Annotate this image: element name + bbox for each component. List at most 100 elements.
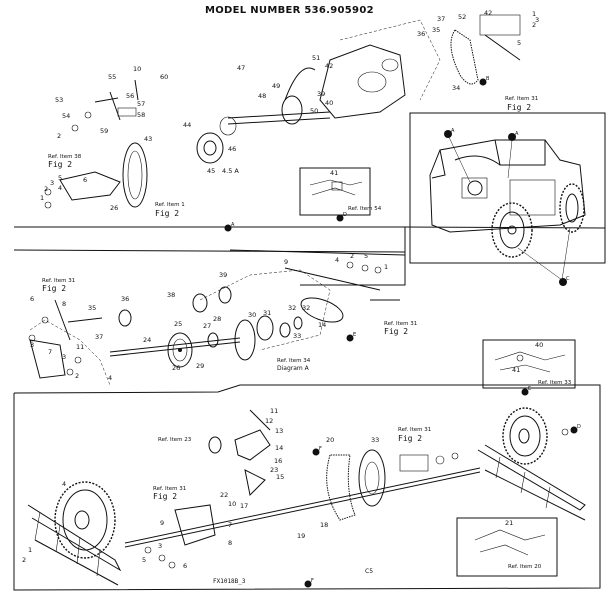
part-number-label: 6 — [83, 176, 87, 184]
part-number-label: 42 — [484, 9, 492, 17]
part-number-label: 33 — [371, 436, 379, 444]
part-number-label: 12 — [265, 417, 273, 425]
part-number-label: 5 — [58, 174, 62, 182]
bracket-inset-f — [456, 517, 558, 577]
part-number-label: 60 — [160, 73, 168, 81]
part-number-label: 41 — [512, 366, 520, 374]
part-number-label: 27 — [203, 322, 211, 330]
part-number-label: 25 — [174, 320, 182, 328]
part-number-label: 32 — [302, 304, 310, 312]
part-number-label: C — [566, 276, 570, 282]
part-number-label: 29 — [196, 362, 204, 370]
fig-2-top-left: Fig 2 — [48, 160, 72, 169]
part-number-label: 4.5 A — [222, 167, 239, 175]
part-number-label: 1 — [28, 546, 32, 554]
part-number-label: 43 — [144, 135, 152, 143]
part-number-label: 35 — [432, 26, 440, 34]
ref-item-38: Ref. Item 38 — [48, 154, 82, 160]
part-number-label: 50 — [310, 107, 318, 115]
ref-item-31-mid-right: Ref. Item 31 — [384, 321, 417, 327]
part-number-label: 3 — [158, 542, 162, 550]
part-number-label: 26 — [172, 364, 180, 372]
part-number-label: 36 — [121, 295, 129, 303]
part-number-label: 8 — [62, 300, 66, 308]
part-number-label: 5 — [517, 39, 521, 47]
ref-item-31-bottom-left: Ref. Item 31 — [153, 486, 186, 492]
middle-part-numbers: 1 2 4 6 8 9 5 3 7 35 36 37 24 25 26 27 2… — [30, 252, 543, 382]
part-number-label: 23 — [270, 466, 278, 474]
part-number-label: 49 — [272, 82, 280, 90]
ref-item-54: Ref. Item 54 — [348, 206, 382, 212]
part-number-label: 1 — [384, 263, 388, 271]
part-number-label: 22 — [220, 491, 228, 499]
part-number-label: 3 — [50, 179, 54, 187]
part-number-label: 41 — [330, 169, 338, 177]
part-number-label: 3 — [62, 353, 66, 361]
ref-item-31-top: Ref. Item 31 — [505, 96, 538, 102]
part-number-label: 3 — [30, 341, 34, 349]
part-number-label: 45 — [207, 167, 215, 175]
cable-inset-e — [482, 339, 576, 389]
part-number-label: 48 — [258, 92, 266, 100]
ref-item-20: Ref. Item 20 — [508, 564, 542, 570]
ref-item-1: Ref. Item 1 — [155, 202, 185, 208]
callout-f-footer: F — [304, 578, 314, 588]
part-number-label: 2 — [532, 21, 536, 29]
part-number-label: 14 — [275, 444, 283, 452]
part-number-label: 20 — [326, 436, 334, 444]
fig-2-bottom-right: Fig 2 — [398, 434, 422, 443]
part-number-label: 13 — [275, 427, 283, 435]
part-number-label: 18 — [320, 521, 328, 529]
part-number-label: 16 — [274, 457, 282, 465]
callout-b-top: B — [479, 76, 490, 86]
ref-item-31-mid-left: Ref. Item 31 — [42, 278, 75, 284]
part-number-label: 26 — [110, 204, 118, 212]
part-number-label: 8 — [228, 539, 232, 547]
part-number-label: 55 — [108, 73, 116, 81]
part-number-label: 33 — [293, 332, 301, 340]
ref-item-33: Ref. Item 33 — [538, 380, 572, 386]
model-number-title: MODEL NUMBER 536.905902 — [205, 5, 374, 16]
callout-d-wheel: D — [570, 424, 581, 434]
part-number-label: 31 — [263, 309, 271, 317]
part-number-label: 40 — [535, 341, 543, 349]
auger-drive-assembly — [44, 14, 521, 209]
callout-e-mid: E — [346, 332, 356, 342]
part-number-label: 40 — [325, 99, 333, 107]
top-part-numbers: 1 2 3 5 37 52 36 35 34 42 51 47 48 49 50… — [40, 9, 539, 212]
part-number-label: 21 — [505, 519, 513, 527]
part-number-label: 51 — [312, 54, 320, 62]
callout-d: D — [336, 212, 347, 222]
part-number-label: 34 — [452, 84, 460, 92]
part-number-label: 2 — [44, 185, 48, 193]
part-number-label: 5 — [364, 252, 368, 260]
part-number-label: 17 — [240, 502, 248, 510]
fig-2-mid-right: Fig 2 — [384, 327, 408, 336]
callout-e-inset: E — [521, 386, 531, 396]
part-number-label: A — [231, 222, 235, 228]
callout-a-inset-1: A — [444, 128, 455, 138]
part-number-label: 10 — [228, 500, 236, 508]
part-number-label: 32 — [288, 304, 296, 312]
part-number-label: 2 — [57, 132, 61, 140]
part-number-label: D — [343, 212, 347, 218]
ref-item-34: Ref. Item 34 — [277, 358, 311, 364]
section-dividers — [13, 226, 606, 591]
part-number-label: A — [515, 131, 519, 137]
traction-drive-assembly — [28, 261, 400, 386]
part-number-label: 58 — [137, 111, 145, 119]
part-number-label: 4 — [335, 256, 339, 264]
part-number-label: 47 — [237, 64, 245, 72]
part-number-label: 2 — [22, 556, 26, 564]
part-number-label: 19 — [297, 532, 305, 540]
part-number-label: 39 — [317, 90, 325, 98]
part-number-label: 56 — [126, 92, 134, 100]
part-number-label: 2 — [75, 372, 79, 380]
part-number-label: 24 — [143, 336, 151, 344]
part-number-label: 7 — [228, 521, 232, 529]
part-number-label: B — [486, 76, 490, 82]
part-number-label: A — [451, 128, 455, 134]
part-number-label: 14 — [318, 321, 326, 329]
part-number-label: 2 — [350, 252, 354, 260]
part-number-label: 46 — [228, 145, 236, 153]
